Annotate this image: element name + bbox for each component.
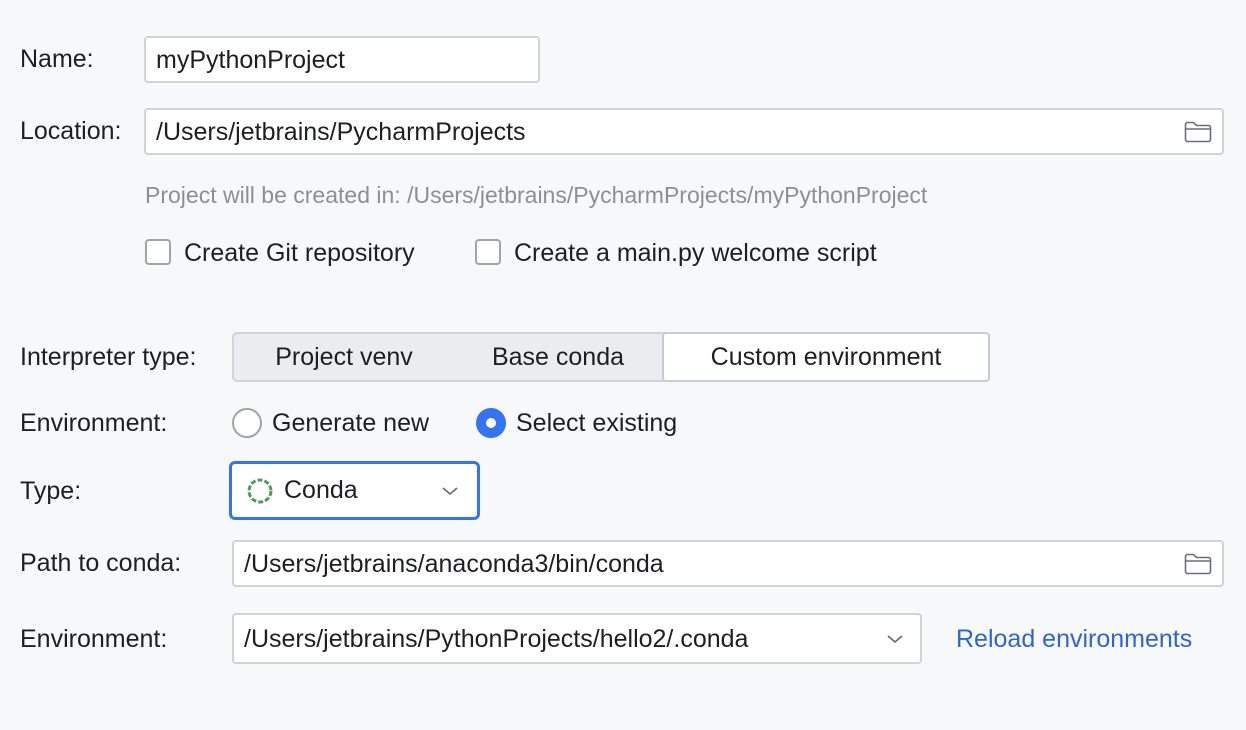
chevron-down-icon <box>887 634 903 643</box>
folder-icon[interactable] <box>1184 121 1212 143</box>
interpreter-type-segmented-control: Project venv Base conda Custom environme… <box>232 332 990 382</box>
name-label: Name: <box>20 45 94 73</box>
conda-path-label: Path to conda: <box>20 549 182 577</box>
welcome-checkbox-label[interactable]: Create a main.py welcome script <box>514 239 877 267</box>
type-dropdown-value: Conda <box>284 476 358 504</box>
welcome-checkbox[interactable] <box>475 239 501 265</box>
chevron-down-icon <box>442 486 458 495</box>
generate-new-label[interactable]: Generate new <box>272 409 430 437</box>
generate-new-radio[interactable] <box>232 408 262 438</box>
environment-dropdown[interactable]: /Users/jetbrains/PythonProjects/hello2/.… <box>232 613 922 664</box>
tab-base-conda[interactable]: Base conda <box>491 343 625 371</box>
location-label: Location: <box>20 117 122 145</box>
tab-custom-environment[interactable]: Custom environment <box>662 332 990 382</box>
git-checkbox[interactable] <box>145 239 171 265</box>
location-input[interactable]: /Users/jetbrains/PycharmProjects <box>144 108 1224 155</box>
name-input[interactable]: myPythonProject <box>144 36 540 83</box>
location-input-value: /Users/jetbrains/PycharmProjects <box>156 117 526 146</box>
environment-mode-label: Environment: <box>20 409 168 437</box>
interpreter-type-label: Interpreter type: <box>20 343 197 371</box>
environment-dropdown-value: /Users/jetbrains/PythonProjects/hello2/.… <box>244 624 749 653</box>
git-checkbox-label[interactable]: Create Git repository <box>184 239 415 267</box>
select-existing-label[interactable]: Select existing <box>516 409 678 437</box>
reload-environments-link[interactable]: Reload environments <box>956 625 1193 653</box>
type-dropdown[interactable]: Conda <box>229 461 480 520</box>
location-hint: Project will be created in: /Users/jetbr… <box>145 182 928 208</box>
conda-ring-icon <box>247 478 273 503</box>
select-existing-radio[interactable] <box>476 408 506 438</box>
name-input-value: myPythonProject <box>156 45 345 74</box>
environment-label: Environment: <box>20 625 168 653</box>
tab-project-venv[interactable]: Project venv <box>275 343 413 371</box>
conda-path-input[interactable]: /Users/jetbrains/anaconda3/bin/conda <box>232 540 1224 587</box>
folder-icon[interactable] <box>1184 553 1212 575</box>
conda-path-value: /Users/jetbrains/anaconda3/bin/conda <box>244 549 664 578</box>
type-label: Type: <box>20 477 82 505</box>
